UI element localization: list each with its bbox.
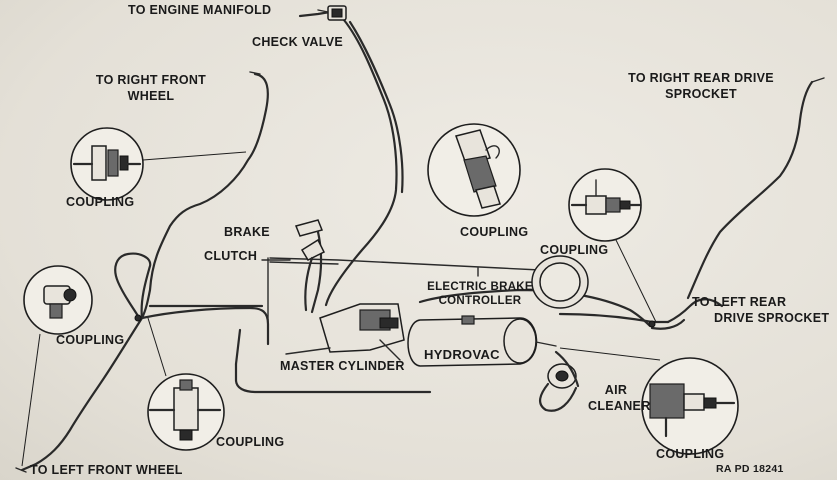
label-master-cylinder: MASTER CYLINDER bbox=[280, 359, 405, 373]
tee-fitting bbox=[134, 314, 142, 322]
left-front-fitting bbox=[15, 467, 27, 473]
coupling-detail-center-top bbox=[427, 123, 521, 217]
coupling-detail-upper-left bbox=[70, 127, 144, 201]
label-check-valve: CHECK VALVE bbox=[252, 35, 344, 49]
coupling-detail-bottom-right bbox=[641, 357, 739, 455]
label-coupling-right-upper: COUPLING bbox=[540, 243, 609, 257]
label-engine-manifold: TO ENGINE MANIFOLD bbox=[128, 3, 272, 17]
coupling-detail-bottom-center bbox=[147, 373, 225, 451]
label-right-rear-sprocket-line2: SPROCKET bbox=[665, 86, 737, 101]
leader-bottom-center bbox=[147, 317, 167, 377]
air-cleaner bbox=[539, 350, 580, 412]
label-right-rear-sprocket: TO RIGHT REAR DRIVE SPROCKET bbox=[622, 72, 780, 100]
leader-left bbox=[21, 333, 41, 467]
brake-pedal bbox=[294, 219, 324, 314]
check-valve bbox=[317, 5, 347, 21]
label-air-cleaner: AIR CLEANER bbox=[588, 383, 651, 413]
label-left-rear-sprocket: TO LEFT REAR DRIVE SPROCKET bbox=[692, 296, 829, 324]
rear-brake-line bbox=[418, 77, 825, 330]
label-left-rear-sprocket-line2: DRIVE SPROCKET bbox=[714, 310, 830, 325]
hydrovac bbox=[407, 315, 557, 367]
label-hydrovac: HYDROVAC bbox=[424, 347, 500, 362]
coupling-detail-left bbox=[23, 265, 93, 335]
label-clutch: CLUTCH bbox=[204, 249, 258, 263]
leader-upper-left bbox=[142, 151, 247, 161]
leader-right-upper bbox=[615, 239, 657, 323]
leader-bottom-right bbox=[559, 347, 661, 361]
controller-line bbox=[269, 257, 541, 277]
label-coupling-upper-left: COUPLING bbox=[66, 195, 135, 209]
label-air-cleaner-line1: AIR bbox=[604, 383, 628, 397]
tee-fitting-rear bbox=[648, 320, 656, 328]
label-right-rear-sprocket-line1: TO RIGHT REAR DRIVE bbox=[628, 71, 774, 85]
right-front-wheel-line bbox=[140, 71, 269, 320]
label-air-cleaner-line2: CLEANER bbox=[588, 398, 651, 413]
label-right-front-wheel-line1: TO RIGHT FRONT bbox=[95, 73, 207, 87]
label-left-front-wheel: TO LEFT FRONT WHEEL bbox=[30, 463, 183, 477]
label-brake: BRAKE bbox=[224, 225, 270, 239]
label-electric-brake-controller-line2: CONTROLLER bbox=[438, 294, 522, 307]
master-cylinder bbox=[285, 303, 405, 361]
label-right-front-wheel: TO RIGHT FRONT WHEEL bbox=[92, 74, 210, 102]
label-electric-brake-controller-line1: ELECTRIC BRAKE bbox=[427, 281, 533, 293]
figure-reference: RA PD 18241 bbox=[716, 463, 784, 475]
label-coupling-bottom-right: COUPLING bbox=[656, 447, 725, 461]
label-coupling-left: COUPLING bbox=[56, 333, 125, 347]
main-brake-line bbox=[20, 252, 432, 472]
label-electric-brake-controller: ELECTRIC BRAKE CONTROLLER bbox=[422, 281, 538, 307]
clutch-pedal bbox=[300, 238, 326, 312]
coupling-detail-right-upper bbox=[568, 168, 642, 242]
label-right-front-wheel-line2: WHEEL bbox=[127, 88, 175, 103]
label-coupling-bottom-center: COUPLING bbox=[216, 435, 285, 449]
label-coupling-center-top: COUPLING bbox=[460, 225, 529, 239]
vacuum-line bbox=[298, 10, 404, 307]
pedal-shaft bbox=[261, 257, 291, 323]
label-left-rear-sprocket-line1: TO LEFT REAR bbox=[692, 295, 787, 309]
electric-brake-controller bbox=[531, 255, 589, 309]
